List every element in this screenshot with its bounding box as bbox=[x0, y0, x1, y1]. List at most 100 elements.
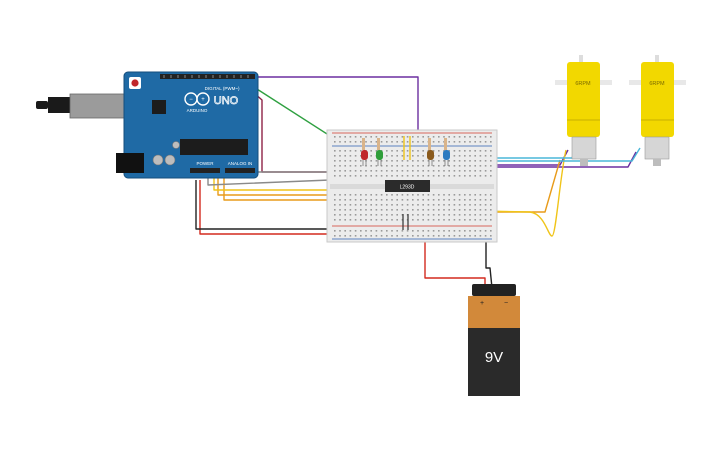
breadboard-hole bbox=[334, 230, 336, 232]
breadboard-hole bbox=[438, 160, 440, 162]
breadboard-hole bbox=[464, 150, 466, 152]
wire-purple-right[interactable] bbox=[470, 151, 637, 168]
breadboard-hole bbox=[412, 194, 414, 196]
leds bbox=[361, 150, 450, 166]
breadboard-hole bbox=[349, 199, 352, 201]
breadboard-hole bbox=[469, 199, 471, 201]
breadboard-hole bbox=[339, 165, 341, 167]
breadboard-hole bbox=[349, 165, 352, 167]
breadboard-hole bbox=[427, 199, 430, 201]
breadboard-hole bbox=[479, 136, 482, 138]
wire-red-battery[interactable] bbox=[424, 215, 486, 288]
breadboard-hole bbox=[386, 219, 388, 221]
breadboard-hole bbox=[406, 170, 409, 172]
breadboard-hole bbox=[386, 209, 388, 211]
breadboard-hole bbox=[417, 199, 419, 201]
breadboard-hole bbox=[401, 170, 404, 172]
led-brown[interactable] bbox=[427, 150, 434, 166]
breadboard-hole bbox=[375, 141, 378, 143]
breadboard-hole bbox=[370, 194, 372, 196]
motor-left-tab-r bbox=[600, 80, 612, 85]
breadboard-hole bbox=[370, 170, 372, 172]
breadboard-hole bbox=[380, 219, 383, 221]
breadboard-hole bbox=[380, 230, 383, 232]
breadboard-hole bbox=[334, 214, 336, 216]
wire-black-arduino[interactable] bbox=[195, 180, 330, 230]
breadboard-hole bbox=[490, 170, 492, 172]
breadboard-hole bbox=[490, 175, 492, 177]
motor-right[interactable]: 6RPM bbox=[629, 55, 686, 166]
breadboard-hole bbox=[427, 230, 430, 232]
breadboard-hole bbox=[360, 175, 362, 177]
breadboard-hole bbox=[453, 204, 456, 206]
breadboard-hole bbox=[453, 230, 456, 232]
breadboard-hole bbox=[401, 141, 404, 143]
breadboard-hole bbox=[380, 160, 383, 162]
breadboard-hole bbox=[339, 204, 341, 206]
breadboard-hole bbox=[380, 136, 383, 138]
breadboard-hole bbox=[458, 204, 461, 206]
breadboard-hole bbox=[448, 150, 450, 152]
breadboard-hole bbox=[438, 194, 440, 196]
breadboard-hole bbox=[474, 230, 476, 232]
resistor-1[interactable] bbox=[362, 138, 365, 150]
breadboard-hole bbox=[484, 155, 487, 157]
resistor-3[interactable] bbox=[428, 138, 431, 150]
breadboard-hole bbox=[490, 209, 492, 211]
breadboard-hole bbox=[432, 214, 435, 216]
led-red[interactable] bbox=[361, 150, 368, 166]
arduino-brand: ARDUINO bbox=[187, 108, 208, 113]
led-green[interactable] bbox=[376, 150, 383, 166]
breadboard-hole bbox=[344, 214, 346, 216]
atmega-chip bbox=[180, 139, 248, 155]
arduino-board[interactable]: DIGITAL (PWM~) − + ARDUINO UNO POWER ANA… bbox=[36, 71, 259, 179]
breadboard-hole bbox=[334, 155, 336, 157]
motor-right-gearbox bbox=[641, 62, 674, 137]
breadboard-hole bbox=[458, 175, 461, 177]
breadboard-hole bbox=[469, 150, 471, 152]
resistor-4[interactable] bbox=[444, 138, 447, 150]
breadboard-hole bbox=[360, 235, 362, 237]
led-blue[interactable] bbox=[443, 150, 450, 166]
breadboard-hole bbox=[412, 235, 414, 237]
breadboard-hole bbox=[386, 170, 388, 172]
breadboard-hole bbox=[380, 194, 383, 196]
breadboard-hole bbox=[406, 165, 409, 167]
breadboard-hole bbox=[484, 209, 487, 211]
breadboard-hole bbox=[474, 165, 476, 167]
resistor-2[interactable] bbox=[377, 138, 380, 150]
breadboard-hole bbox=[469, 160, 471, 162]
breadboard-hole bbox=[349, 160, 352, 162]
breadboard[interactable]: L293D bbox=[326, 129, 498, 243]
motor-right-end bbox=[653, 159, 661, 166]
breadboard-hole bbox=[464, 170, 466, 172]
breadboard-hole bbox=[438, 170, 440, 172]
breadboard-hole bbox=[474, 160, 476, 162]
breadboard-hole bbox=[474, 214, 476, 216]
breadboard-hole bbox=[349, 194, 352, 196]
breadboard-hole bbox=[484, 175, 487, 177]
breadboard-hole bbox=[484, 170, 487, 172]
motor-left[interactable]: 6RPM bbox=[555, 55, 612, 166]
breadboard-hole bbox=[438, 199, 440, 201]
breadboard-hole bbox=[339, 141, 341, 143]
breadboard-hole bbox=[438, 209, 440, 211]
breadboard-hole bbox=[443, 136, 445, 138]
wire-red-arduino[interactable] bbox=[199, 180, 330, 235]
breadboard-hole bbox=[391, 175, 393, 177]
breadboard-hole bbox=[339, 170, 341, 172]
breadboard-hole bbox=[406, 199, 409, 201]
breadboard-hole bbox=[490, 155, 492, 157]
breadboard-hole bbox=[432, 170, 435, 172]
breadboard-hole bbox=[365, 141, 367, 143]
breadboard-hole bbox=[391, 165, 393, 167]
motor-right-tab-r bbox=[674, 80, 686, 85]
breadboard-hole bbox=[412, 209, 414, 211]
battery[interactable]: + − 9V bbox=[468, 284, 520, 396]
l293d-chip[interactable] bbox=[385, 180, 430, 192]
wire-yellow-2[interactable] bbox=[429, 149, 567, 237]
reset-button-cap[interactable] bbox=[131, 79, 139, 87]
breadboard-hole bbox=[427, 160, 430, 162]
wire-cyan-2[interactable] bbox=[455, 147, 641, 162]
breadboard-hole bbox=[469, 230, 471, 232]
